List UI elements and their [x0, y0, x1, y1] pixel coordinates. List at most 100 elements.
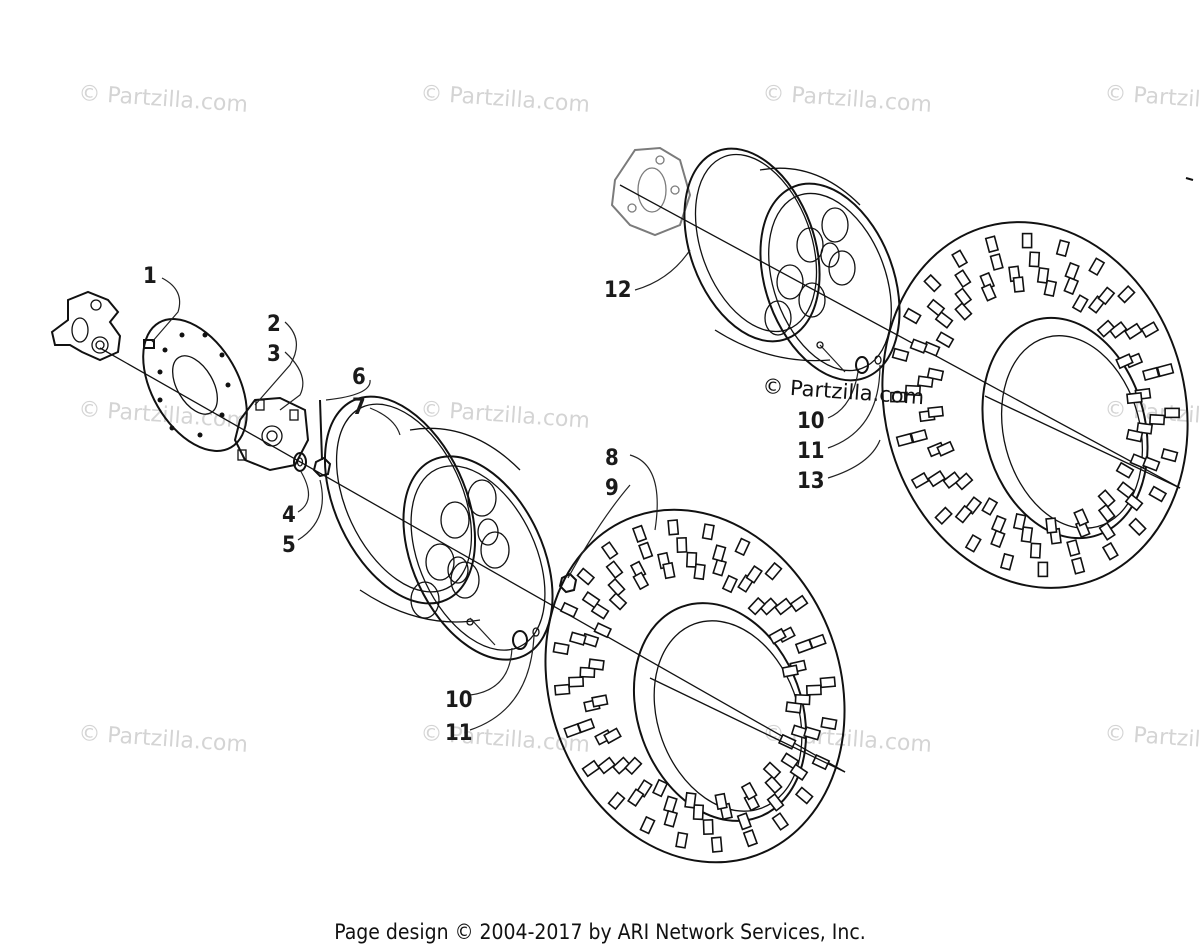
tread-block — [980, 283, 997, 302]
tread-block — [607, 791, 626, 811]
part-6-pin — [319, 399, 323, 461]
tread-block — [1088, 257, 1106, 277]
callout-5: 5 — [282, 533, 296, 558]
tread-block — [794, 693, 811, 706]
tread-block — [579, 666, 596, 679]
tread-block — [742, 829, 759, 848]
part-7-front-rim — [323, 395, 554, 661]
tread-block — [627, 788, 645, 808]
tread-block — [964, 533, 982, 553]
tread-block — [1160, 448, 1179, 463]
tread-block — [745, 564, 763, 584]
tread-block — [576, 718, 596, 734]
part-8-front-tire — [544, 508, 846, 864]
rear-hub — [610, 146, 692, 237]
tread-block — [588, 658, 605, 671]
tread-block — [1097, 489, 1116, 508]
tread-block — [762, 761, 782, 780]
tread-block — [789, 594, 809, 613]
watermark: © Partzilla.com — [1104, 721, 1200, 758]
tread-block — [766, 792, 785, 812]
tread-block — [1037, 561, 1049, 578]
tread-block — [597, 756, 617, 775]
tread-block — [568, 631, 587, 646]
tread-block — [1096, 319, 1116, 338]
tread-block — [1028, 251, 1041, 268]
tread-block — [1073, 508, 1090, 527]
tread-block — [904, 384, 921, 397]
tread-block — [702, 819, 714, 835]
callout-13: 13 — [797, 469, 825, 494]
tread-block — [639, 815, 656, 835]
tread-block — [1071, 294, 1089, 313]
tread-block — [773, 597, 793, 616]
tread-block — [684, 791, 697, 809]
watermark: © Partzilla.com — [1104, 81, 1200, 118]
tread-block — [764, 561, 783, 581]
tread-block — [1097, 286, 1116, 306]
rear-valve-stem — [855, 355, 882, 374]
tread-block — [734, 537, 751, 557]
tread-block — [608, 592, 628, 611]
tread-block — [603, 727, 622, 745]
tread-block — [759, 597, 779, 616]
callout-1: 1 — [143, 264, 157, 289]
tread-block — [935, 331, 955, 349]
tread-block — [1141, 366, 1160, 382]
tread-block — [581, 591, 601, 609]
tread-block — [1029, 542, 1042, 559]
tread-block — [605, 560, 624, 580]
tread-block — [662, 795, 678, 814]
tread-block — [667, 519, 680, 536]
tread-block — [999, 552, 1015, 571]
callout-4: 4 — [282, 503, 296, 528]
tread-block — [1012, 512, 1027, 531]
leader-lines — [151, 249, 881, 731]
steering-knuckle — [50, 290, 122, 362]
rear-axis-overlay — [984, 395, 1181, 489]
tread-block — [638, 541, 654, 560]
tread-block — [693, 563, 706, 581]
tread-block — [926, 298, 946, 317]
watermark-stamp: © Partzilla.com — [762, 374, 925, 409]
tread-block — [1043, 279, 1058, 298]
tread-block — [990, 529, 1006, 549]
tread-block — [771, 812, 790, 831]
watermark: © Partzilla.com — [420, 397, 591, 434]
tread-block — [1115, 461, 1135, 479]
tread-block — [902, 307, 922, 325]
tread-block — [1021, 232, 1033, 249]
tread-block — [559, 601, 579, 618]
tread-block — [1101, 541, 1119, 561]
watermark: © Partzilla.com — [78, 81, 249, 118]
tread-block — [910, 428, 929, 444]
tread-block — [736, 812, 752, 831]
tread-block — [1164, 407, 1180, 419]
tread-block — [607, 577, 626, 597]
corner-mark — [1185, 177, 1194, 181]
tread-block — [568, 676, 585, 688]
callout-11-rear: 11 — [797, 439, 825, 464]
tread-block — [721, 574, 738, 594]
tread-block — [819, 676, 837, 689]
tread-block — [777, 733, 797, 750]
tread-block — [803, 726, 822, 741]
tread-block — [576, 567, 596, 586]
tread-block — [1097, 503, 1116, 523]
tread-block — [990, 514, 1007, 534]
tread-block — [1126, 392, 1143, 405]
tread-block — [781, 664, 799, 678]
tread-block — [768, 627, 787, 645]
tread-block — [926, 367, 945, 382]
rear-tire-treads — [890, 232, 1180, 578]
tread-block — [909, 338, 928, 354]
tread-block — [676, 537, 688, 553]
tread-block — [1108, 320, 1128, 339]
tread-block — [1128, 517, 1147, 537]
tread-block — [710, 836, 723, 853]
tread-block — [714, 792, 728, 811]
tread-block — [1098, 521, 1116, 541]
tread-block — [675, 831, 689, 849]
rear-rim-pockets — [764, 207, 856, 336]
